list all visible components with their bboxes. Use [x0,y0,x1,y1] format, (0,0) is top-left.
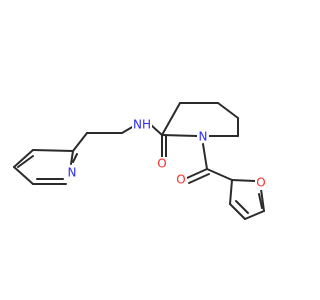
piperidine-bond [217,102,239,119]
furan-bond [260,188,265,212]
furan-bond [231,179,256,182]
pyridine-bond [32,149,74,152]
atom-nh: NH [132,117,152,132]
furan-bond [229,179,233,205]
furan-bond [244,210,265,220]
amide-bond [150,124,163,136]
pyridine-bond [13,149,34,168]
pyridine-bond [13,166,34,185]
pyridine-double-bond [17,155,34,168]
amide-oxygen-label: O [157,157,166,171]
acyl-bond [202,143,208,170]
pyridine-double-bond [72,153,78,163]
atom-furan-o: O [255,176,267,190]
piperidine-nitrogen-label: N [199,130,208,144]
pyridine-bond [72,132,88,152]
acyl-oxygen-label: O [176,173,185,187]
atom-piperidine-n: N [197,129,209,144]
atom-amide-o: O [156,157,168,171]
bond-layer [13,102,265,220]
furan-link-bond [206,168,233,181]
nh-label: NH [133,118,151,132]
chemical-structure: NH O N O O N [13,102,267,220]
molecule-drawing: NH O N O O N [13,102,267,220]
pyridine-bond [70,150,74,165]
atom-acyl-o: O [175,172,187,187]
pyridine-nitrogen-label: N [68,166,77,180]
piperidine-bond [161,134,198,137]
piperidine-bond [161,102,181,136]
acyl-c-o-bond [186,168,208,179]
furan-bond [229,203,246,220]
atom-pyridine-n: N [66,166,78,180]
acyl-c-o-double-bond [188,173,210,184]
furan-double-bond [258,193,263,209]
atom-label-layer: NH O N O O N [66,117,267,190]
furan-double-bond [235,200,249,214]
furan-oxygen-label: O [256,176,265,190]
